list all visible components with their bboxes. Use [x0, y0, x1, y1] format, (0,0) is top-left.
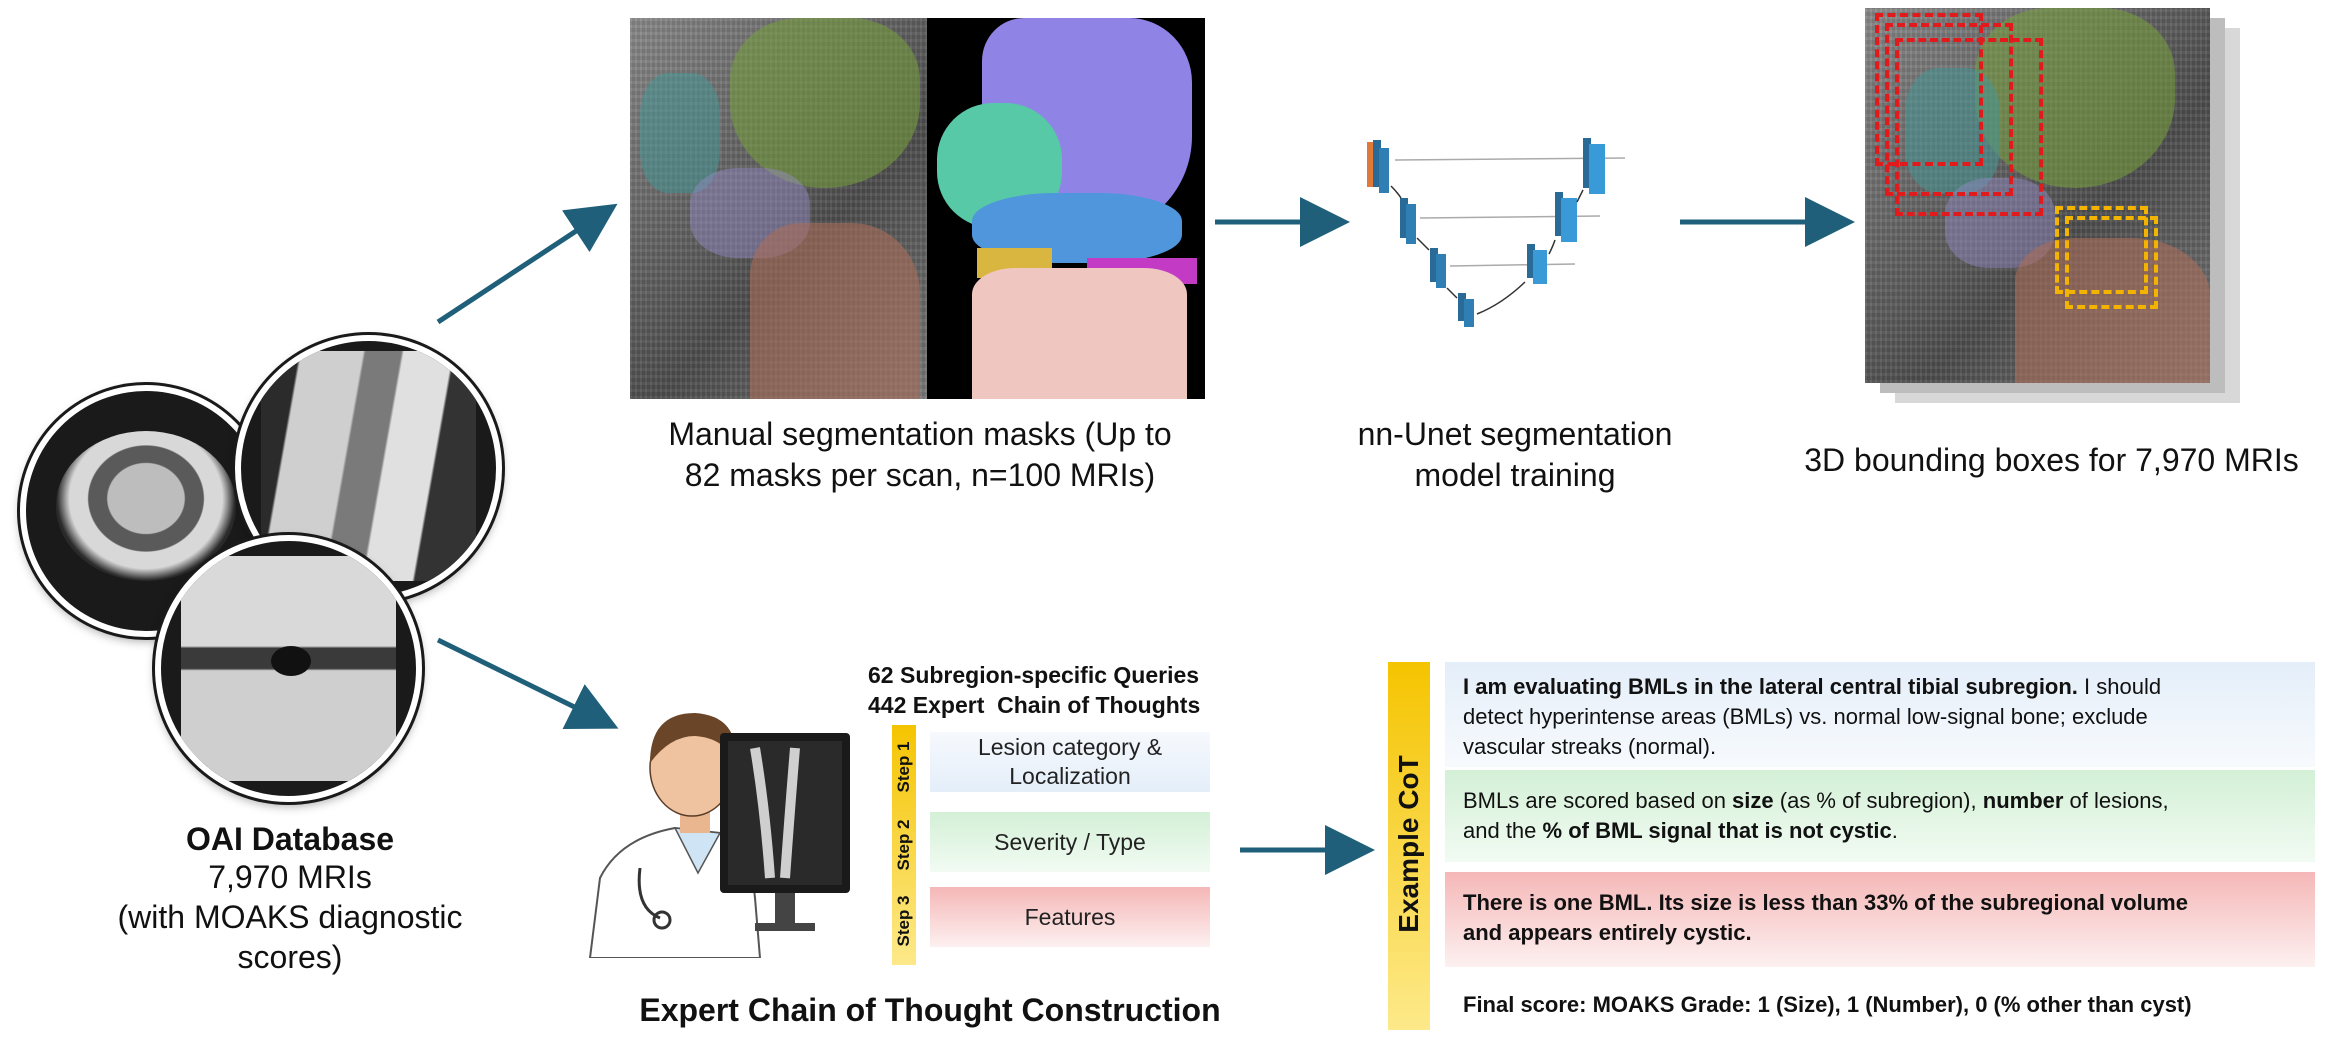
bbox-red-1 — [1875, 13, 1983, 166]
step-3-text: Features — [1024, 903, 1116, 930]
step-bar — [892, 725, 916, 965]
cot-box-2-text-a: BMLs are scored based on — [1463, 788, 1733, 813]
cot-header-line1: 62 Subregion-specific Queries — [868, 662, 1200, 688]
oai-title: OAI Database — [185, 821, 395, 857]
arrow-to-cot-construction — [436, 637, 619, 730]
step-2-box: Severity / Type — [930, 812, 1210, 872]
cot-box-1-line1: I am evaluating BMLs in the lateral cent… — [1463, 672, 2297, 702]
cot-box-2-bold-percent: % of BML signal that is not cystic — [1542, 818, 1892, 843]
step-3-box: Features — [930, 887, 1210, 947]
cot-construction-caption: Expert Chain of Thought Construction — [639, 992, 1221, 1028]
step-labels: Step 1 Step 2 Step 3 — [892, 725, 916, 965]
arrow-to-segmentation — [436, 203, 618, 325]
step-boxes: Lesion category & Localization Severity … — [930, 732, 1210, 962]
step-1-label: Step 1 — [894, 741, 913, 793]
xray-monitor — [720, 733, 850, 931]
cot-final-score: Final score: MOAKS Grade: 1 (Size), 1 (N… — [1463, 992, 2192, 1017]
cot-box-2-line2: and the % of BML signal that is not cyst… — [1463, 816, 2297, 846]
mri-coronal-circle — [155, 535, 422, 802]
cot-box-1-rest: I should — [2077, 674, 2162, 699]
bbox-mri-slice — [1865, 8, 2210, 383]
unet-caption-line2: model training — [1414, 457, 1616, 493]
segmentation-caption-line2: 82 masks per scan, n=100 MRIs) — [684, 457, 1156, 493]
oai-count: 7,970 MRIs — [208, 859, 372, 895]
step-1-box: Lesion category & Localization — [930, 732, 1210, 792]
oai-note-line2: scores) — [237, 939, 343, 975]
step-2-label: Step 2 — [894, 819, 913, 871]
cot-box-1-bold: I am evaluating BMLs in the lateral cent… — [1463, 674, 2078, 699]
step-1-text-line2: Localization — [1009, 763, 1131, 789]
step-1-text-line1: Lesion category & — [977, 734, 1163, 760]
segmentation-3d-render — [927, 18, 1205, 399]
unet-flow-ticks — [1390, 185, 1584, 315]
cot-box-1: I am evaluating BMLs in the lateral cent… — [1445, 662, 2315, 767]
cot-header-line2: 442 Expert Chain of Thoughts — [868, 692, 1201, 718]
step-2-text: Severity / Type — [994, 828, 1146, 855]
segmentation-caption-line1: Manual segmentation masks (Up to — [668, 416, 1172, 452]
cot-box-2-line1: BMLs are scored based on size (as % of s… — [1463, 786, 2297, 816]
unet-encoder-blocks — [1367, 140, 1474, 327]
cot-box-2: BMLs are scored based on size (as % of s… — [1445, 770, 2315, 862]
example-cot-sidebar — [1388, 662, 1430, 1030]
example-cot-panel: I am evaluating BMLs in the lateral cent… — [1445, 662, 2315, 1042]
example-cot-label: Example CoT — [1393, 755, 1424, 933]
bbox-orange-2 — [2065, 216, 2158, 309]
cot-box-3-line1: There is one BML. Its size is less than … — [1463, 890, 2188, 915]
cot-box-2-text-b: (as % of subregion), — [1773, 788, 1983, 813]
bbox-red-3 — [1895, 38, 2043, 216]
cot-box-3-line2: and appears entirely cystic. — [1463, 920, 1752, 945]
step-3-label: Step 3 — [894, 895, 913, 947]
cot-box-2-text-d: and the — [1463, 818, 1543, 843]
unet-decoder-blocks — [1527, 138, 1605, 284]
oai-note-line1: (with MOAKS diagnostic — [117, 899, 463, 935]
cot-box-3: There is one BML. Its size is less than … — [1445, 872, 2315, 967]
segmentation-mri-slice — [630, 18, 927, 399]
bbox-red-2 — [1885, 23, 2013, 196]
cot-box-1-line3: vascular streaks (normal). — [1463, 734, 1717, 759]
bbox-orange-1 — [2055, 206, 2148, 294]
cot-box-1-line2: detect hyperintense areas (BMLs) vs. nor… — [1463, 704, 2148, 729]
bbox-caption: 3D bounding boxes for 7,970 MRIs — [1804, 442, 2299, 478]
doctor-illustration — [588, 713, 850, 958]
unet-diagram — [1367, 138, 1626, 327]
cot-box-2-text-c: of lesions, — [2063, 788, 2169, 813]
cot-box-2-text-e: . — [1891, 818, 1898, 843]
cot-box-2-bold-number: number — [1982, 788, 2064, 813]
unet-caption-line1: nn-Unet segmentation — [1357, 416, 1673, 452]
cot-box-2-bold-size: size — [1732, 788, 1774, 813]
